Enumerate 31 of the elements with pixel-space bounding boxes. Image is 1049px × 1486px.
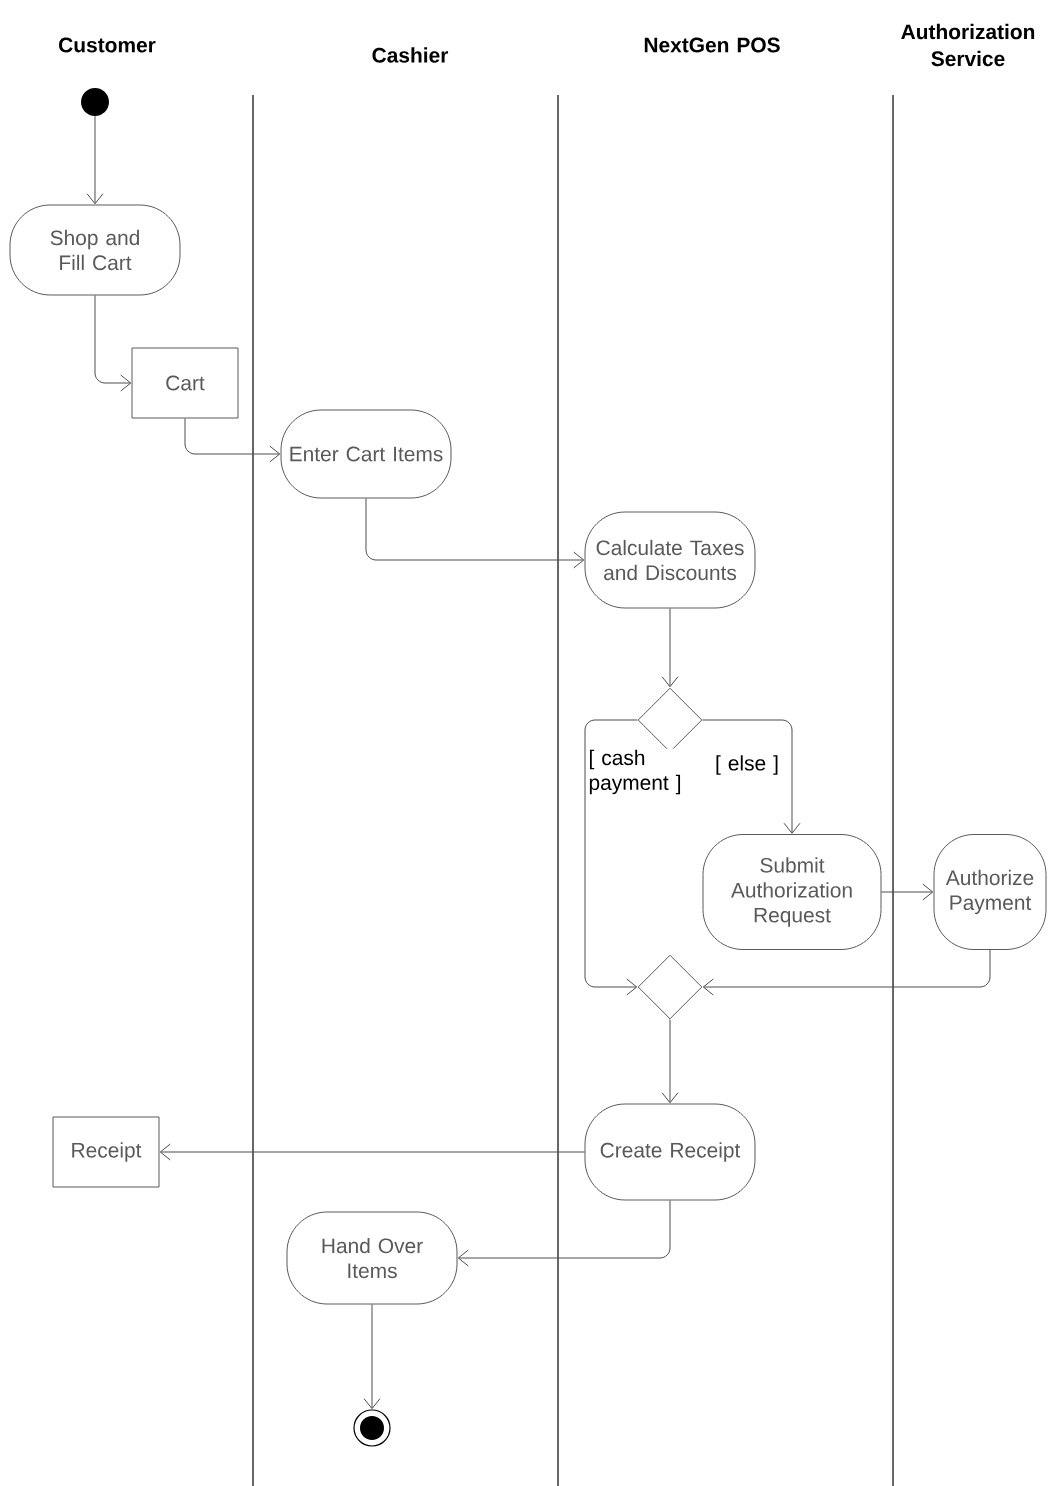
arrow <box>159 1143 585 1161</box>
arrow <box>86 115 104 205</box>
action-box: Authorize Payment <box>933 834 1047 950</box>
arrow <box>661 1019 679 1104</box>
action-box: Submit Authorization Request <box>702 834 882 950</box>
decision-diamond <box>637 954 703 1020</box>
action-box: Calculate Taxes and Discounts <box>584 511 756 609</box>
guard-label: [ cash payment ] <box>587 748 685 796</box>
arrow <box>363 1304 381 1410</box>
guard-label: [ else ] <box>714 754 786 776</box>
action-box: Enter Cart Items <box>280 409 452 499</box>
action-box: Hand Over Items <box>286 1211 458 1305</box>
object-box: Cart <box>131 347 239 419</box>
arrow <box>584 719 638 996</box>
arrow <box>94 295 132 392</box>
arrow <box>702 719 801 834</box>
lane-heading: NextGen POS <box>644 37 780 53</box>
arrow <box>881 883 934 901</box>
arrow <box>702 949 991 996</box>
final-node <box>353 1409 391 1447</box>
arrow <box>365 498 585 569</box>
lane-heading: Cashier <box>372 47 449 63</box>
initial-node <box>81 88 109 116</box>
arrow <box>661 608 679 688</box>
lane-heading: Authorization Service <box>901 23 1035 67</box>
arrow <box>457 1200 671 1267</box>
action-box: Shop and Fill Cart <box>9 204 181 296</box>
lane-heading: Customer <box>59 37 156 53</box>
arrow <box>184 418 281 463</box>
action-box: Create Receipt <box>584 1103 756 1201</box>
object-box: Receipt <box>52 1116 160 1188</box>
